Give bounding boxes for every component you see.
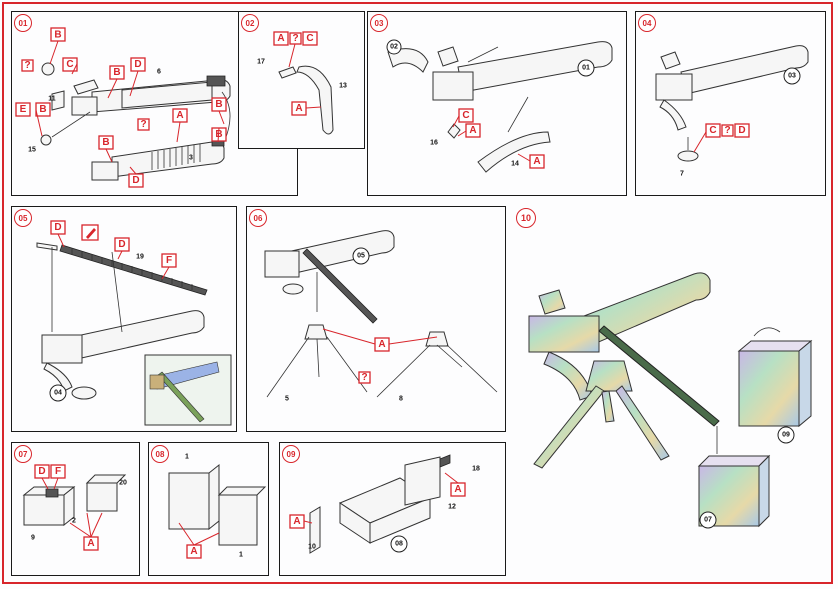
- step-03-drawing: 02 01 C A 16 14 A: [386, 39, 613, 173]
- step-number: 03: [370, 14, 388, 32]
- svg-text:20: 20: [119, 480, 127, 487]
- svg-text:B: B: [113, 67, 120, 78]
- svg-text:A: A: [293, 516, 300, 527]
- svg-text:5: 5: [285, 396, 289, 403]
- svg-text:A: A: [454, 484, 461, 495]
- svg-text:B: B: [39, 104, 46, 115]
- svg-text:C: C: [306, 33, 313, 44]
- step-05-panel: 05 D D 19 F 04: [11, 206, 237, 432]
- step-06-drawing: 05 A ? 5 8: [264, 230, 498, 403]
- svg-text:D: D: [134, 59, 141, 70]
- svg-text:E: E: [20, 104, 27, 115]
- svg-text:2: 2: [72, 518, 76, 525]
- step-06-panel: 06 05 A ? 5 8: [246, 206, 506, 432]
- step-05-drawing: D D 19 F 04: [36, 220, 232, 426]
- svg-text:A: A: [469, 125, 476, 136]
- svg-text:15: 15: [28, 147, 36, 154]
- step-number: 02: [241, 14, 259, 32]
- svg-text:D: D: [38, 466, 45, 477]
- sheet-border: [2, 2, 833, 584]
- svg-text:13: 13: [339, 83, 347, 90]
- pencil-icon: [81, 224, 99, 241]
- svg-text:B: B: [102, 137, 109, 148]
- svg-text:03: 03: [788, 73, 796, 80]
- svg-text:18: 18: [472, 466, 480, 473]
- svg-text:?: ?: [724, 125, 730, 136]
- svg-text:04: 04: [54, 390, 62, 397]
- step-number: 10: [516, 208, 536, 228]
- svg-text:16: 16: [430, 140, 438, 147]
- svg-text:A: A: [378, 339, 385, 350]
- svg-text:A: A: [533, 156, 540, 167]
- step-09-drawing: 18 A A 12 10 08: [289, 454, 480, 554]
- svg-text:07: 07: [704, 517, 712, 524]
- svg-text:10: 10: [308, 544, 316, 551]
- step-number: 07: [14, 445, 32, 463]
- svg-text:C: C: [66, 59, 73, 70]
- svg-text:A: A: [190, 546, 197, 557]
- svg-text:?: ?: [292, 33, 298, 44]
- svg-text:B: B: [215, 99, 222, 110]
- svg-text:D: D: [132, 175, 139, 186]
- svg-text:12: 12: [448, 504, 456, 511]
- svg-text:F: F: [166, 255, 172, 266]
- svg-text:01: 01: [582, 65, 590, 72]
- svg-text:A: A: [277, 33, 284, 44]
- step-08-drawing: 1 A 1: [168, 454, 267, 559]
- svg-text:09: 09: [782, 432, 790, 439]
- step-08-panel: 08 1 A 1: [148, 442, 269, 576]
- step-number: 06: [249, 209, 267, 227]
- step-number: 05: [14, 209, 32, 227]
- svg-text:D: D: [118, 239, 125, 250]
- step-number: 01: [14, 14, 32, 32]
- svg-text:1: 1: [185, 454, 189, 461]
- svg-text:A: A: [176, 110, 183, 121]
- step-03-panel: 03 02 01 C A 16 14 A: [367, 11, 627, 196]
- svg-text:14: 14: [511, 161, 519, 168]
- step-09-panel: 09 18 A A 12 10 08: [279, 442, 506, 576]
- svg-text:05: 05: [357, 253, 365, 260]
- svg-text:?: ?: [24, 60, 30, 71]
- step-01-drawing: B ? C B D 6 11 B A E B ? B 15 B D 3: [15, 27, 231, 188]
- svg-text:17: 17: [257, 59, 265, 66]
- step-07-drawing: D F 20 2 9 A: [22, 464, 127, 551]
- step-number: 08: [151, 445, 169, 463]
- svg-text:A: A: [295, 103, 302, 114]
- svg-text:7: 7: [680, 171, 684, 178]
- step-07-panel: 07 D F 20 2 9 A: [11, 442, 140, 576]
- step-04-panel: 04 03 C ? D 7: [635, 11, 826, 196]
- svg-text:D: D: [54, 222, 61, 233]
- svg-text:?: ?: [361, 372, 367, 383]
- svg-text:B: B: [54, 30, 61, 41]
- svg-text:08: 08: [395, 541, 403, 548]
- step-02-panel: 02 A ? C 17 13 A: [238, 11, 365, 149]
- svg-text:D: D: [738, 125, 745, 136]
- step-10-drawing: 09 07: [528, 272, 813, 529]
- svg-text:C: C: [709, 125, 716, 136]
- svg-text:?: ?: [140, 119, 146, 130]
- svg-text:11: 11: [48, 96, 56, 103]
- svg-text:1: 1: [239, 552, 243, 559]
- svg-text:19: 19: [136, 254, 144, 261]
- step-number: 04: [638, 14, 656, 32]
- step-02-drawing: A ? C 17 13 A: [257, 31, 347, 135]
- svg-text:8: 8: [399, 396, 403, 403]
- step-number: 09: [282, 445, 300, 463]
- svg-text:9: 9: [31, 535, 35, 542]
- svg-text:02: 02: [390, 44, 398, 51]
- svg-text:6: 6: [157, 69, 161, 76]
- step-10-panel: 10: [514, 206, 827, 576]
- svg-text:F: F: [55, 466, 61, 477]
- svg-text:A: A: [87, 538, 94, 549]
- svg-text:3: 3: [189, 155, 193, 162]
- svg-text:C: C: [462, 110, 469, 121]
- step-04-drawing: 03 C ? D 7: [655, 45, 809, 178]
